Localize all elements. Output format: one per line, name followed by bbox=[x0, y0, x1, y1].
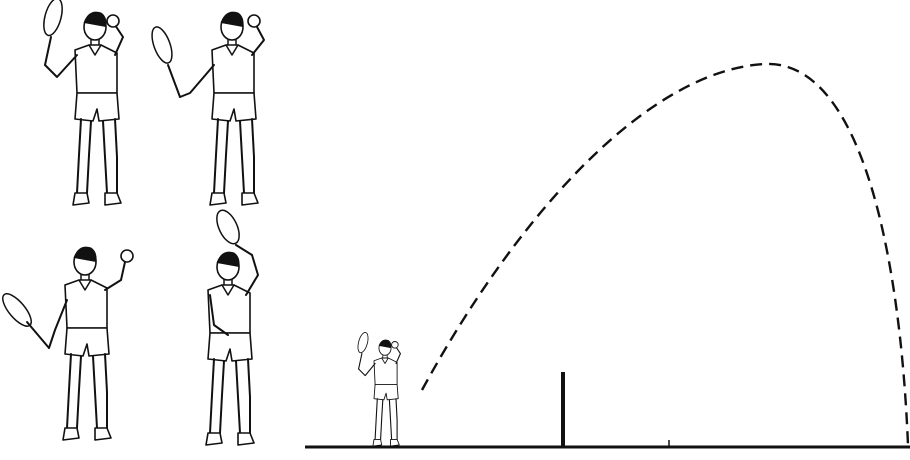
serve-stage-1-figure bbox=[40, 0, 123, 205]
serve-stage-4-figure bbox=[206, 207, 258, 445]
server-figure bbox=[356, 331, 400, 446]
serve-stage-3-figure bbox=[0, 247, 133, 440]
serve-stage-2-figure bbox=[148, 12, 264, 205]
court-scene bbox=[305, 64, 910, 447]
shuttle-trajectory bbox=[422, 64, 908, 445]
